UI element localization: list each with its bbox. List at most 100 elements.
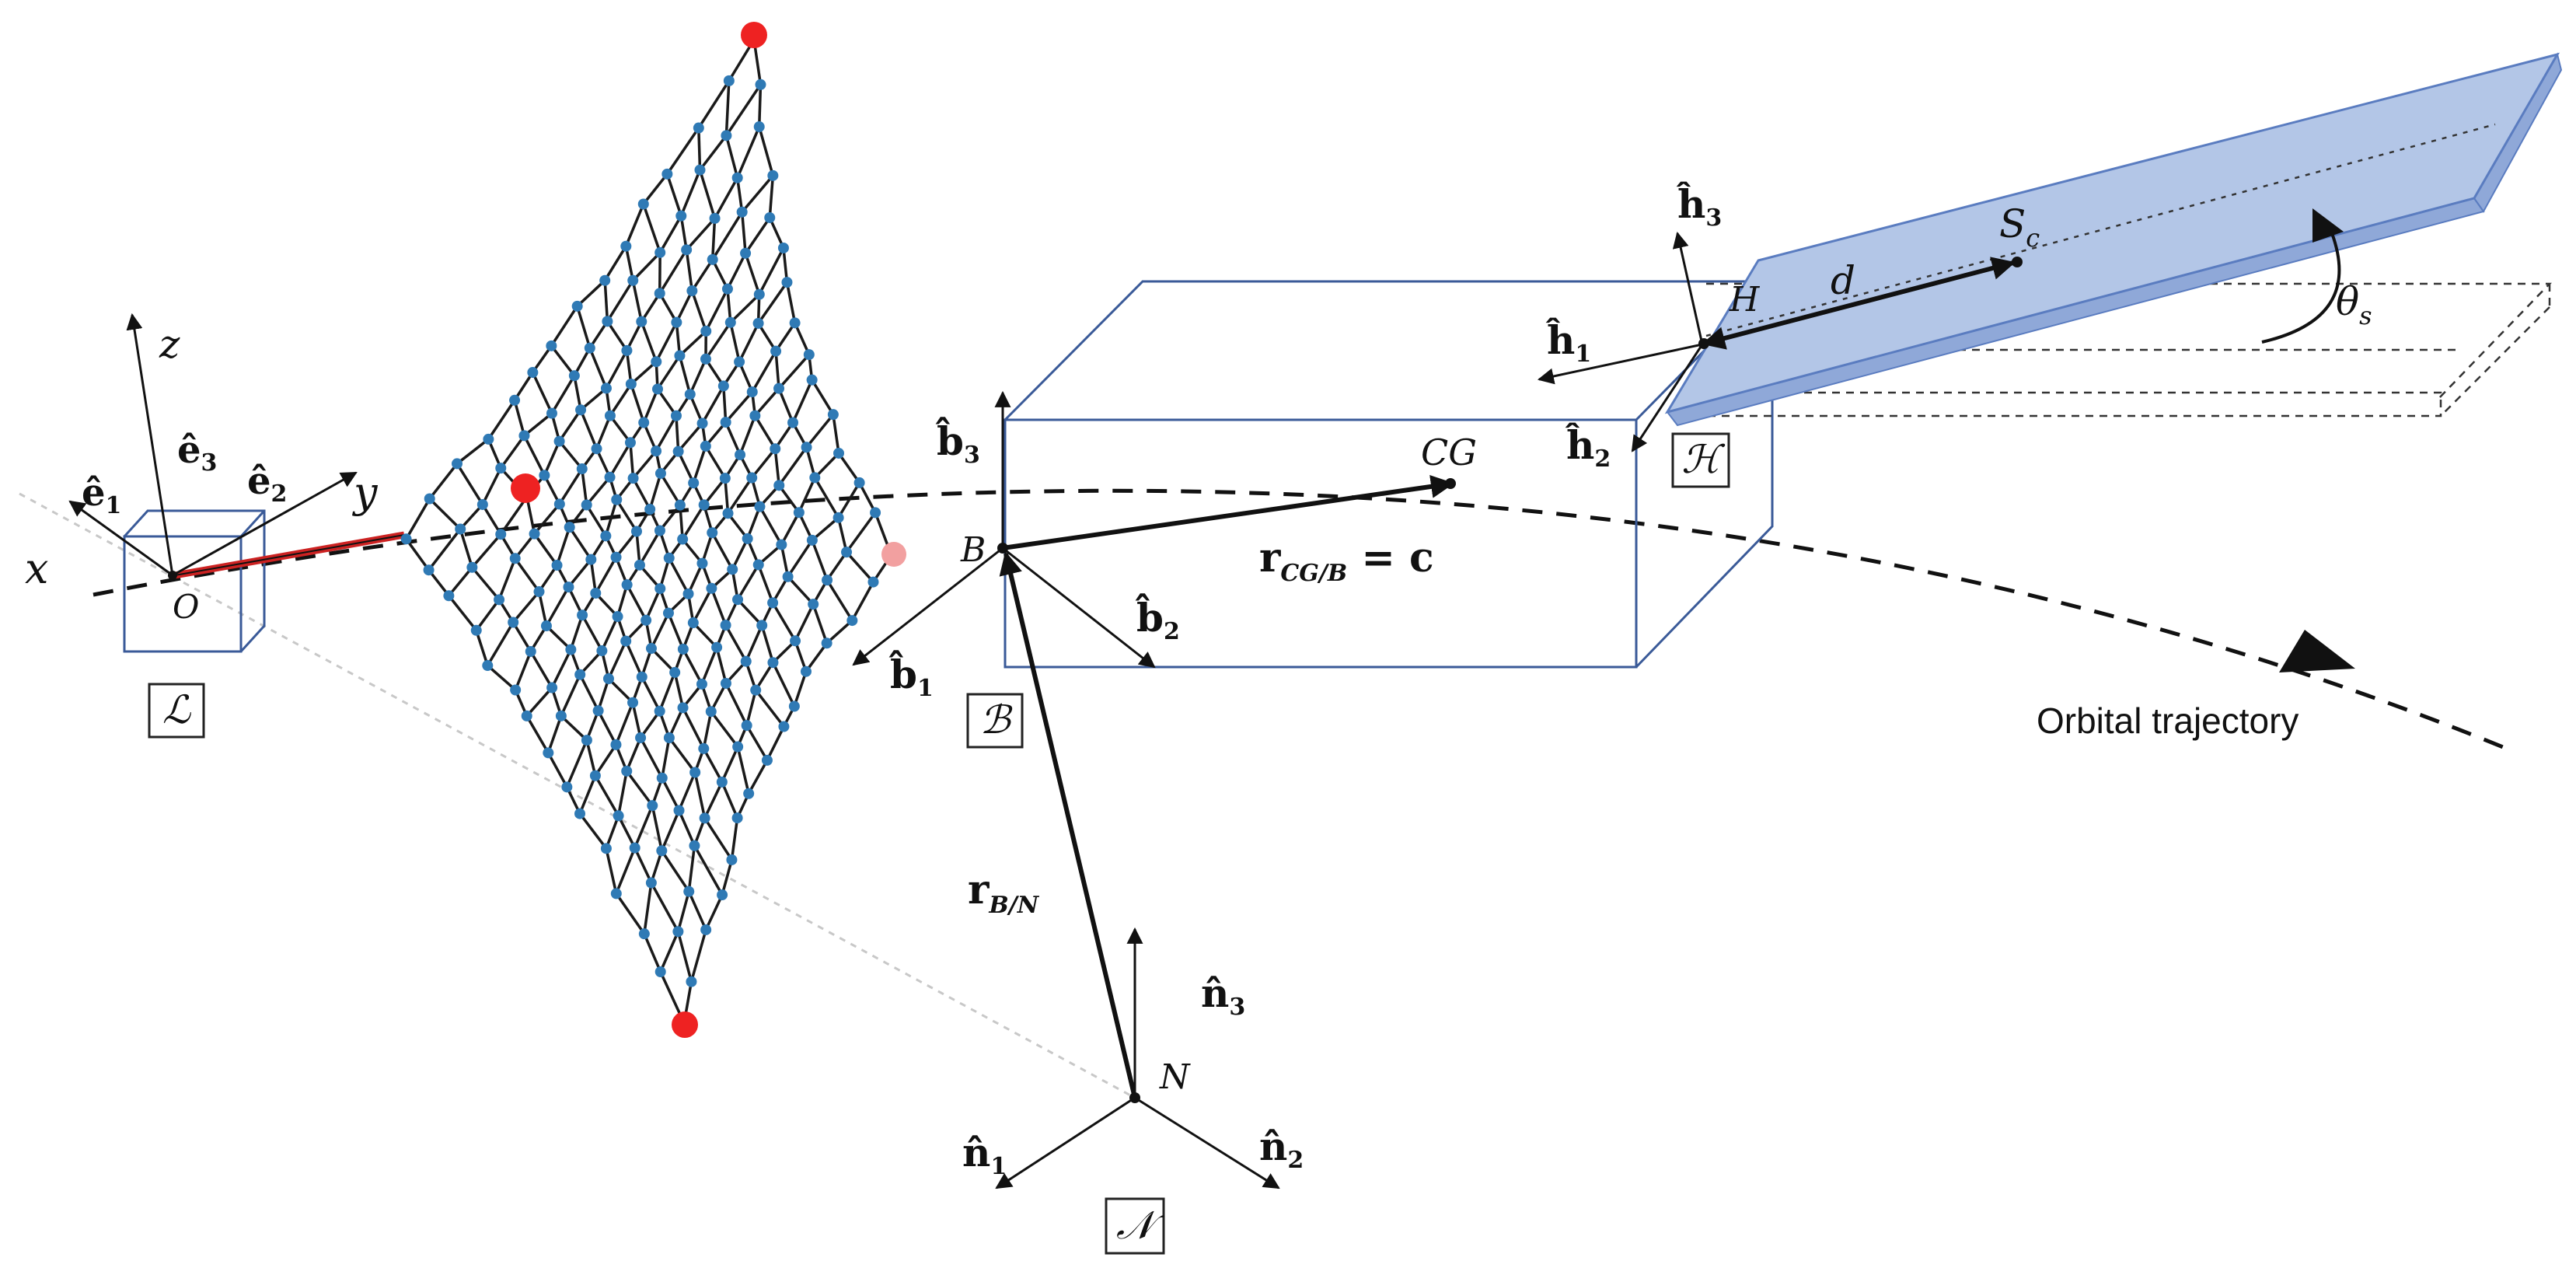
net-node xyxy=(740,248,751,259)
net-node xyxy=(674,805,685,816)
net-node xyxy=(754,121,765,132)
net-node xyxy=(452,458,462,469)
net-node xyxy=(611,888,622,899)
net-node xyxy=(767,597,778,608)
net-node xyxy=(639,928,650,939)
net-node xyxy=(620,241,631,252)
net-node xyxy=(767,657,778,668)
net-thread xyxy=(635,848,651,883)
net-thread xyxy=(595,745,616,776)
net-node xyxy=(753,559,764,570)
net-thread xyxy=(689,892,706,930)
net-node xyxy=(700,326,711,337)
r-cg-b-label: rCG/B = c xyxy=(1259,534,1434,587)
b2-label: b̂2 xyxy=(1135,592,1179,645)
net-thread xyxy=(567,740,587,787)
net-thread xyxy=(606,848,616,893)
net-node xyxy=(664,732,675,743)
net-node xyxy=(696,558,707,569)
net-thread xyxy=(693,446,706,483)
net-node xyxy=(574,669,585,680)
net-node xyxy=(794,507,805,518)
hinge-frame-label: ℋ xyxy=(1681,437,1726,482)
net-node xyxy=(564,522,575,533)
net-node xyxy=(699,499,710,510)
net-node xyxy=(833,448,844,459)
net-thread xyxy=(812,380,833,415)
net-thread xyxy=(552,376,574,413)
net-thread xyxy=(746,625,762,661)
net-node xyxy=(710,213,721,224)
net-node xyxy=(655,468,666,479)
net-thread xyxy=(580,776,595,814)
net-thread xyxy=(660,672,675,711)
net-node xyxy=(867,577,878,588)
net-thread xyxy=(679,811,695,846)
net-thread xyxy=(852,582,873,621)
net-thread xyxy=(773,662,794,706)
net-node xyxy=(466,562,477,573)
net-thread xyxy=(713,218,715,260)
net-thread xyxy=(571,615,582,649)
net-node xyxy=(735,449,745,460)
tip-mass-top xyxy=(741,22,767,48)
net-thread xyxy=(476,631,488,665)
net-node xyxy=(801,442,812,452)
net-thread xyxy=(799,477,815,512)
net-thread xyxy=(587,740,595,776)
net-thread xyxy=(499,558,515,599)
net-node xyxy=(585,554,596,565)
net-node xyxy=(732,742,743,753)
net-thread xyxy=(667,128,698,174)
net-thread xyxy=(633,253,660,281)
net-thread xyxy=(702,648,717,684)
net-thread xyxy=(692,260,712,291)
net-node xyxy=(602,316,613,327)
net-node xyxy=(654,706,665,717)
net-node xyxy=(651,445,661,456)
net-node xyxy=(546,408,557,419)
net-thread xyxy=(544,442,559,476)
net-node xyxy=(622,579,633,590)
net-thread xyxy=(745,253,759,295)
net-thread xyxy=(788,540,812,577)
net-node xyxy=(754,289,765,300)
net-node xyxy=(764,212,775,223)
net-node xyxy=(700,354,711,365)
net-node xyxy=(754,501,765,512)
net-thread xyxy=(605,246,626,281)
net-node xyxy=(737,207,748,218)
net-node xyxy=(747,386,758,397)
net-thread xyxy=(660,216,681,253)
net-node xyxy=(790,317,801,328)
net-node xyxy=(717,889,728,900)
net-thread xyxy=(546,587,569,626)
net-thread xyxy=(738,747,749,794)
h2-label: ĥ2 xyxy=(1565,422,1611,473)
net-node xyxy=(756,620,767,631)
net-node xyxy=(773,383,784,394)
net-thread xyxy=(795,604,813,641)
net-thread xyxy=(651,613,668,648)
net-thread xyxy=(679,355,689,394)
net-thread xyxy=(560,410,581,441)
net-thread xyxy=(661,931,679,972)
net-node xyxy=(483,434,494,445)
net-thread xyxy=(739,323,758,362)
net-thread xyxy=(535,534,557,565)
net-thread xyxy=(747,690,756,725)
net-thread xyxy=(728,478,752,514)
net-thread xyxy=(531,651,552,688)
net-thread xyxy=(661,851,689,891)
solar-panel xyxy=(1667,54,2561,425)
net-thread xyxy=(642,677,660,711)
net-node xyxy=(675,500,686,511)
net-thread xyxy=(652,805,661,851)
e2-label: ê2 xyxy=(247,459,287,508)
net-thread xyxy=(679,772,696,810)
net-thread xyxy=(599,711,616,745)
net-node xyxy=(529,529,540,540)
net-node xyxy=(534,586,545,597)
net-node xyxy=(613,810,624,821)
net-thread xyxy=(627,585,646,620)
